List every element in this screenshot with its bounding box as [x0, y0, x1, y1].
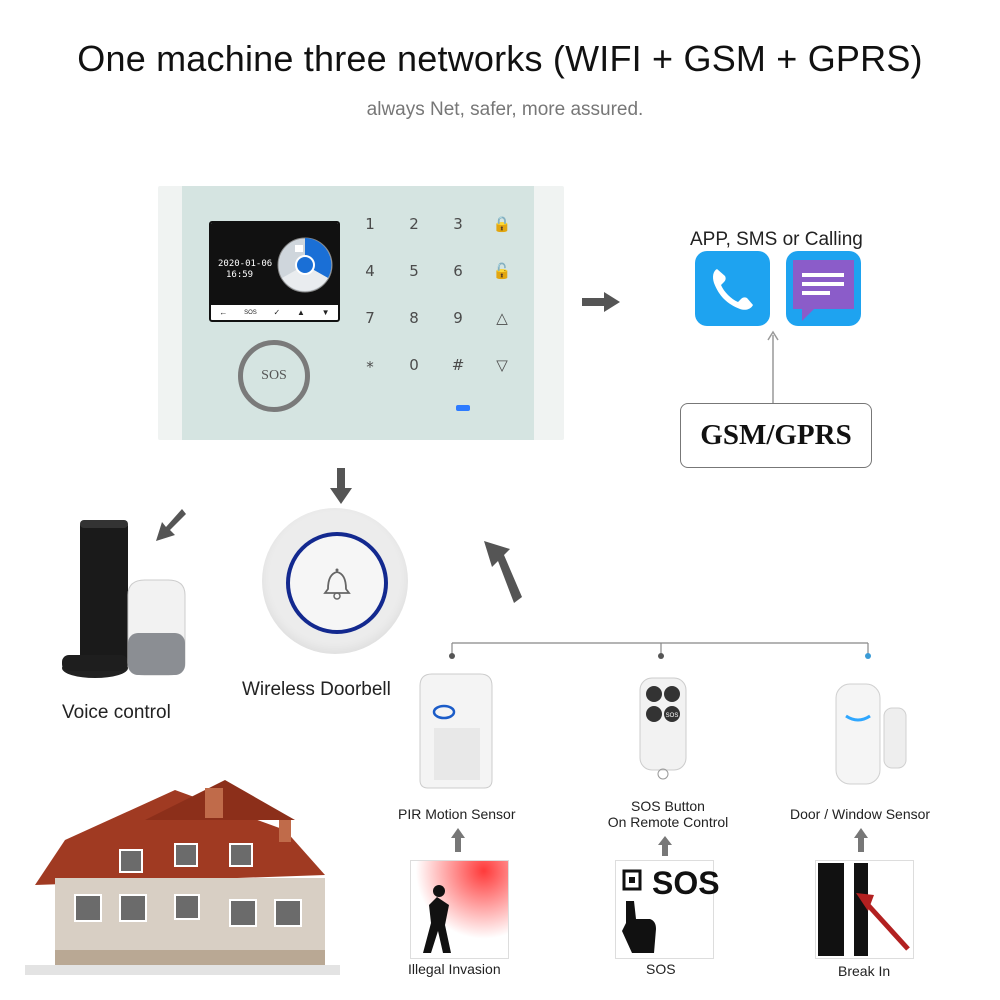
arrow-up-left-icon [484, 541, 522, 603]
wireless-doorbell-label: Wireless Doorbell [242, 679, 391, 700]
pir-sensor-image [419, 673, 493, 789]
screen-date: 2020-01-06 [218, 259, 273, 269]
screen-sos: SOS [244, 309, 257, 316]
break-in-card [815, 860, 914, 959]
arrow-up-icon [658, 836, 672, 856]
arrow-up-icon[interactable]: △ [496, 309, 508, 327]
smart-speakers-image [62, 520, 186, 678]
remote-sos-text: SOS [666, 713, 679, 719]
door-window-sensor-label: Door / Window Sensor [790, 806, 931, 822]
sos-button-label: SOS Button On Remote Control [598, 798, 738, 830]
screen-toolbar: ← SOS ✓ ▲ ▼ [211, 305, 338, 320]
down-icon: ▼ [321, 308, 330, 317]
sensor-connector [449, 642, 871, 659]
break-in-icon [818, 863, 910, 956]
page-subtitle: always Net, safer, more assured. [366, 99, 644, 120]
key-3[interactable]: 3 [453, 215, 463, 233]
key-4[interactable]: 4 [365, 262, 375, 280]
bell-icon [323, 568, 351, 600]
phone-app-icon [695, 251, 770, 326]
break-in-label: Break In [838, 963, 891, 979]
key-0[interactable]: 0 [409, 356, 419, 374]
check-icon: ✓ [273, 308, 281, 317]
sos-button-label-line1: SOS Button [631, 798, 705, 814]
sos-button-label-line2: On Remote Control [607, 814, 729, 830]
arrow-down-icon [330, 468, 352, 504]
key-7[interactable]: 7 [365, 309, 375, 327]
key-5[interactable]: 5 [409, 262, 419, 280]
lock-icon[interactable]: 🔒 [492, 215, 512, 233]
status-led [456, 405, 470, 411]
app-sms-calling-label: APP, SMS or Calling [690, 229, 863, 250]
arrow-down-icon[interactable]: ▽ [496, 356, 508, 374]
arrow-up-icon [854, 828, 868, 852]
key-1[interactable]: 1 [365, 215, 375, 233]
key-8[interactable]: 8 [409, 309, 419, 327]
doorbell-ring[interactable] [286, 532, 388, 634]
gsm-gprs-label: GSM/GPRS [680, 403, 872, 468]
back-arrow-icon: ← [219, 308, 228, 317]
sos-label: SOS [646, 961, 676, 977]
up-icon: ▲ [297, 308, 305, 317]
key-star[interactable]: * [366, 358, 374, 376]
connector-line [767, 330, 779, 405]
door-sensor-image [835, 683, 907, 785]
pir-sensor-label: PIR Motion Sensor [398, 806, 516, 822]
sms-app-icon [786, 251, 861, 326]
page-title: One machine three networks (WIFI + GSM +… [77, 38, 923, 79]
illegal-invasion-card [410, 860, 509, 959]
arrow-up-icon [451, 828, 465, 852]
sos-card: SOS [615, 860, 720, 959]
unlock-icon[interactable]: 🔓 [492, 262, 512, 280]
arrow-right-icon [582, 292, 620, 312]
intruder-icon [411, 861, 508, 958]
arrow-down-left-icon [156, 509, 186, 541]
illegal-invasion-label: Illegal Invasion [408, 961, 501, 977]
key-2[interactable]: 2 [409, 215, 419, 233]
sos-card-text: SOS [652, 865, 720, 901]
home-mode-icon [277, 237, 333, 293]
house-image [25, 780, 340, 975]
sos-press-icon [622, 869, 656, 953]
panel-sos-button[interactable]: SOS [238, 340, 310, 412]
screen-time: 16:59 [226, 270, 254, 280]
panel-screen: 2020-01-06 16:59 ← SOS ✓ ▲ ▼ [209, 221, 340, 322]
key-9[interactable]: 9 [453, 309, 463, 327]
key-6[interactable]: 6 [453, 262, 463, 280]
voice-control-label: Voice control [62, 702, 171, 723]
remote-control-image: SOS [639, 677, 687, 780]
key-hash[interactable]: # [451, 356, 465, 374]
